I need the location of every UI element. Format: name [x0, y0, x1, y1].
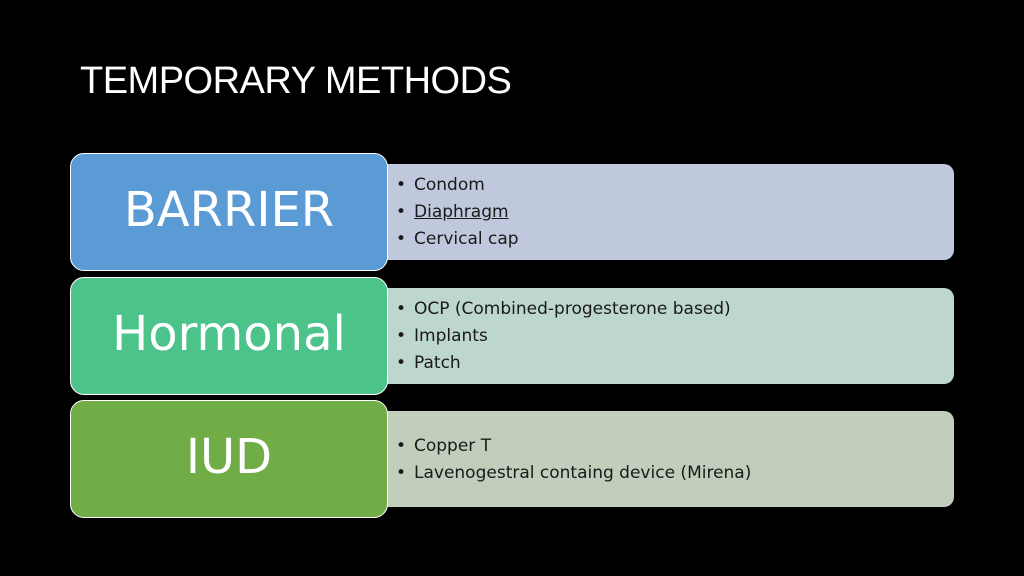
list-item: Cervical cap	[396, 226, 954, 253]
detail-box-hormonal: OCP (Combined-progesterone based) Implan…	[360, 288, 954, 384]
list-item: Copper T	[396, 433, 954, 460]
detail-box-iud: Copper T Lavenogestral containg device (…	[360, 411, 954, 507]
detail-list-hormonal: OCP (Combined-progesterone based) Implan…	[396, 296, 954, 377]
category-row-iud: Copper T Lavenogestral containg device (…	[70, 400, 954, 518]
category-label-hormonal: Hormonal	[70, 277, 388, 395]
detail-list-iud: Copper T Lavenogestral containg device (…	[396, 433, 954, 487]
list-item: Condom	[396, 172, 954, 199]
list-item: Implants	[396, 323, 954, 350]
detail-list-barrier: Condom Diaphragm Cervical cap	[396, 172, 954, 253]
list-item: Patch	[396, 350, 954, 377]
detail-box-barrier: Condom Diaphragm Cervical cap	[360, 164, 954, 260]
category-row-barrier: Condom Diaphragm Cervical cap BARRIER	[70, 153, 954, 271]
category-row-hormonal: OCP (Combined-progesterone based) Implan…	[70, 277, 954, 395]
category-label-iud: IUD	[70, 400, 388, 518]
category-label-barrier: BARRIER	[70, 153, 388, 271]
slide-title: TEMPORARY METHODS	[80, 60, 512, 102]
list-item: Diaphragm	[396, 199, 954, 226]
list-item: OCP (Combined-progesterone based)	[396, 296, 954, 323]
list-item: Lavenogestral containg device (Mirena)	[396, 460, 954, 487]
